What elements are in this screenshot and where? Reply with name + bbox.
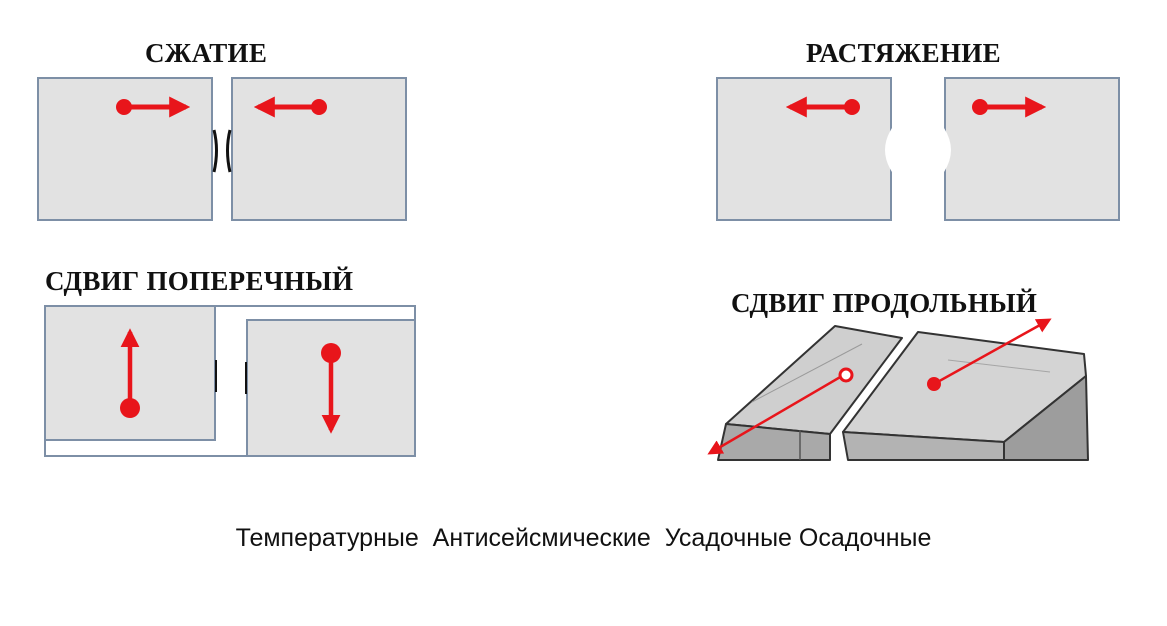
tension-left-block xyxy=(716,77,892,221)
transverse-shear-diagram xyxy=(44,305,416,457)
transverse-shear-arrow-down-dot xyxy=(321,343,341,363)
transverse-shear-arrow-up-dot xyxy=(120,398,140,418)
joint-types-caption: Температурные Антисейсмические Усадочные… xyxy=(235,524,932,552)
tension-right-block xyxy=(944,77,1120,221)
tension-notch-left xyxy=(885,128,892,172)
tension-diagram xyxy=(716,77,1120,221)
tension-notch-right xyxy=(944,128,951,172)
tension-title: РАСТЯЖЕНИЕ xyxy=(806,38,1001,68)
compression-bulge-mark xyxy=(212,129,218,173)
longitudinal-shear-diagram xyxy=(707,318,1089,461)
tension-arrow-left-dot xyxy=(844,99,860,115)
compression-arrow-left-dot xyxy=(116,99,132,115)
compression-bulge-mark xyxy=(226,129,232,173)
compression-arrow-right-dot xyxy=(311,99,327,115)
compression-title: СЖАТИЕ xyxy=(145,38,268,68)
longitudinal-shear-arrow-right xyxy=(933,318,1052,386)
transverse-shear-title: СДВИГ ПОПЕРЕЧНЫЙ xyxy=(45,266,354,296)
compression-diagram xyxy=(37,77,407,221)
longitudinal-shear-arrow-left xyxy=(707,374,843,455)
longitudinal-shear-arrow-right-dot xyxy=(927,377,941,391)
longitudinal-shear-arrow-left-dot xyxy=(838,367,854,383)
longitudinal-shear-title: СДВИГ ПРОДОЛЬНЫЙ xyxy=(731,288,1038,318)
tension-arrow-right-dot xyxy=(972,99,988,115)
longitudinal-shear-right-block-side xyxy=(1003,375,1089,461)
